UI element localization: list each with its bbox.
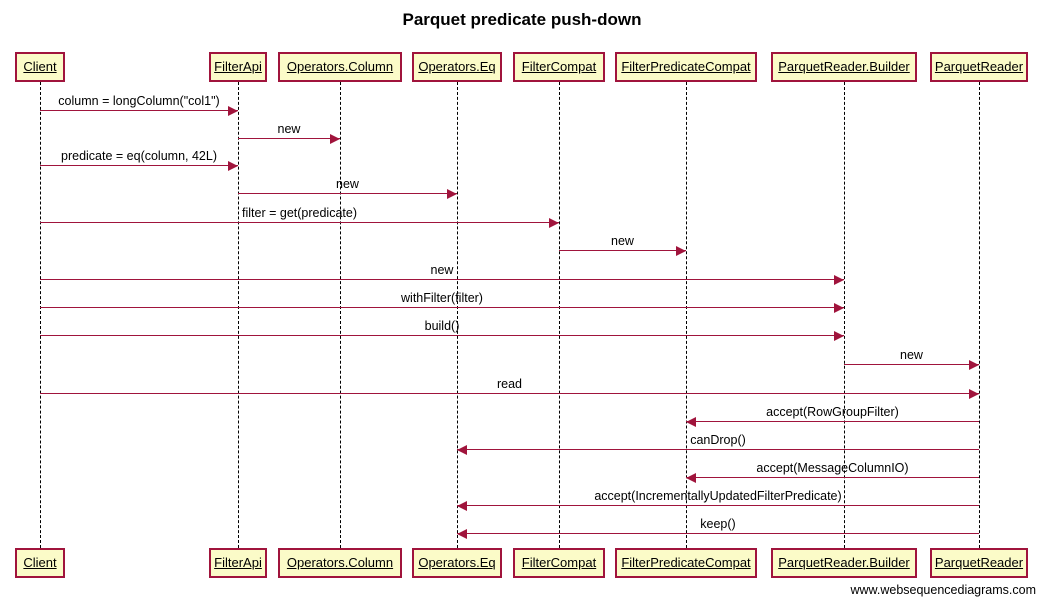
message-arrowhead	[457, 445, 467, 455]
lifeline-operators-eq	[457, 82, 458, 548]
page-title: Parquet predicate push-down	[402, 10, 642, 29]
participant-label: ParquetReader	[934, 59, 1024, 74]
message-label: canDrop()	[690, 433, 746, 447]
message-arrowhead	[549, 218, 559, 228]
participant-label: Operators.Column	[286, 59, 394, 74]
participant-operators-eq-bottom[interactable]: Operators.Eq	[412, 548, 502, 578]
lifeline-client	[40, 82, 41, 548]
message-label: predicate = eq(column, 42L)	[61, 149, 217, 163]
participant-label: Operators.Column	[286, 555, 394, 570]
message-line	[457, 449, 979, 450]
participant-filterapi-bottom[interactable]: FilterApi	[209, 548, 267, 578]
participant-label: ParquetReader.Builder	[778, 59, 910, 74]
message-arrowhead	[834, 331, 844, 341]
participant-filterapi-top[interactable]: FilterApi	[209, 52, 267, 82]
participant-parquetreader-top[interactable]: ParquetReader	[930, 52, 1028, 82]
message-label: new	[277, 122, 301, 136]
participant-label: FilterPredicateCompat	[621, 59, 751, 74]
participant-label: Client	[23, 555, 57, 570]
message-line	[686, 421, 979, 422]
participant-label: ParquetReader	[934, 555, 1024, 570]
participant-label: Client	[23, 59, 57, 74]
participant-label: Operators.Eq	[418, 555, 496, 570]
message-line	[40, 165, 238, 166]
watermark-footer: www.websequencediagrams.com	[850, 583, 1036, 597]
participant-label: FilterCompat	[521, 59, 597, 74]
message-label: new	[336, 177, 359, 191]
message-label: column = longColumn("col1")	[58, 94, 220, 108]
message-line	[457, 505, 979, 506]
message-line	[457, 533, 979, 534]
message-arrowhead	[457, 501, 467, 511]
lifeline-filterpredicatecompat	[686, 82, 687, 548]
participant-operators-column-top[interactable]: Operators.Column	[278, 52, 402, 82]
message-label: accept(MessageColumnIO)	[756, 461, 909, 475]
message-arrowhead	[834, 303, 844, 313]
message-line	[559, 250, 686, 251]
lifeline-parquetreader-builder	[844, 82, 845, 548]
message-arrowhead	[834, 275, 844, 285]
message-line	[40, 110, 238, 111]
message-line	[686, 477, 979, 478]
participant-label: FilterApi	[214, 59, 262, 74]
message-arrowhead	[330, 134, 340, 144]
message-line	[40, 335, 844, 336]
participant-operators-eq-top[interactable]: Operators.Eq	[412, 52, 502, 82]
participant-operators-column-bottom[interactable]: Operators.Column	[278, 548, 402, 578]
lifeline-filterapi	[238, 82, 239, 548]
participant-label: ParquetReader.Builder	[778, 555, 910, 570]
message-arrowhead	[969, 389, 979, 399]
participant-label: FilterApi	[214, 555, 262, 570]
message-line	[40, 222, 559, 223]
message-label: accept(RowGroupFilter)	[766, 405, 899, 419]
participant-client-bottom[interactable]: Client	[15, 548, 65, 578]
message-arrowhead	[228, 106, 238, 116]
participant-label: Operators.Eq	[418, 59, 496, 74]
participant-parquetreader-builder-top[interactable]: ParquetReader.Builder	[771, 52, 917, 82]
message-label: accept(IncrementallyUpdatedFilterPredica…	[594, 489, 842, 503]
message-line	[40, 279, 844, 280]
participant-parquetreader-builder-bottom[interactable]: ParquetReader.Builder	[771, 548, 917, 578]
participant-filterpredicatecompat-top[interactable]: FilterPredicateCompat	[615, 52, 757, 82]
participant-filterpredicatecompat-bottom[interactable]: FilterPredicateCompat	[615, 548, 757, 578]
message-line	[844, 364, 979, 365]
participant-label: FilterCompat	[521, 555, 597, 570]
participant-client-top[interactable]: Client	[15, 52, 65, 82]
message-line	[238, 193, 457, 194]
message-arrowhead	[676, 246, 686, 256]
message-arrowhead	[969, 360, 979, 370]
lifeline-parquetreader	[979, 82, 980, 548]
message-line	[40, 393, 979, 394]
message-label: read	[496, 377, 523, 391]
participant-filtercompat-top[interactable]: FilterCompat	[513, 52, 605, 82]
message-label: withFilter(filter)	[401, 291, 483, 305]
message-label: new	[900, 348, 923, 362]
message-label: filter = get(predicate)	[242, 206, 357, 220]
participant-label: FilterPredicateCompat	[621, 555, 751, 570]
participant-parquetreader-bottom[interactable]: ParquetReader	[930, 548, 1028, 578]
message-arrowhead	[228, 161, 238, 171]
message-arrowhead	[457, 529, 467, 539]
message-label: keep()	[700, 517, 736, 531]
message-arrowhead	[686, 417, 696, 427]
lifeline-filtercompat	[559, 82, 560, 548]
participant-filtercompat-bottom[interactable]: FilterCompat	[513, 548, 605, 578]
lifeline-operators-column	[340, 82, 341, 548]
message-label: new	[611, 234, 634, 248]
message-label: build()	[424, 319, 460, 333]
message-arrowhead	[686, 473, 696, 483]
message-line	[40, 307, 844, 308]
message-arrowhead	[447, 189, 457, 199]
message-line	[238, 138, 340, 139]
message-label: new	[430, 263, 454, 277]
